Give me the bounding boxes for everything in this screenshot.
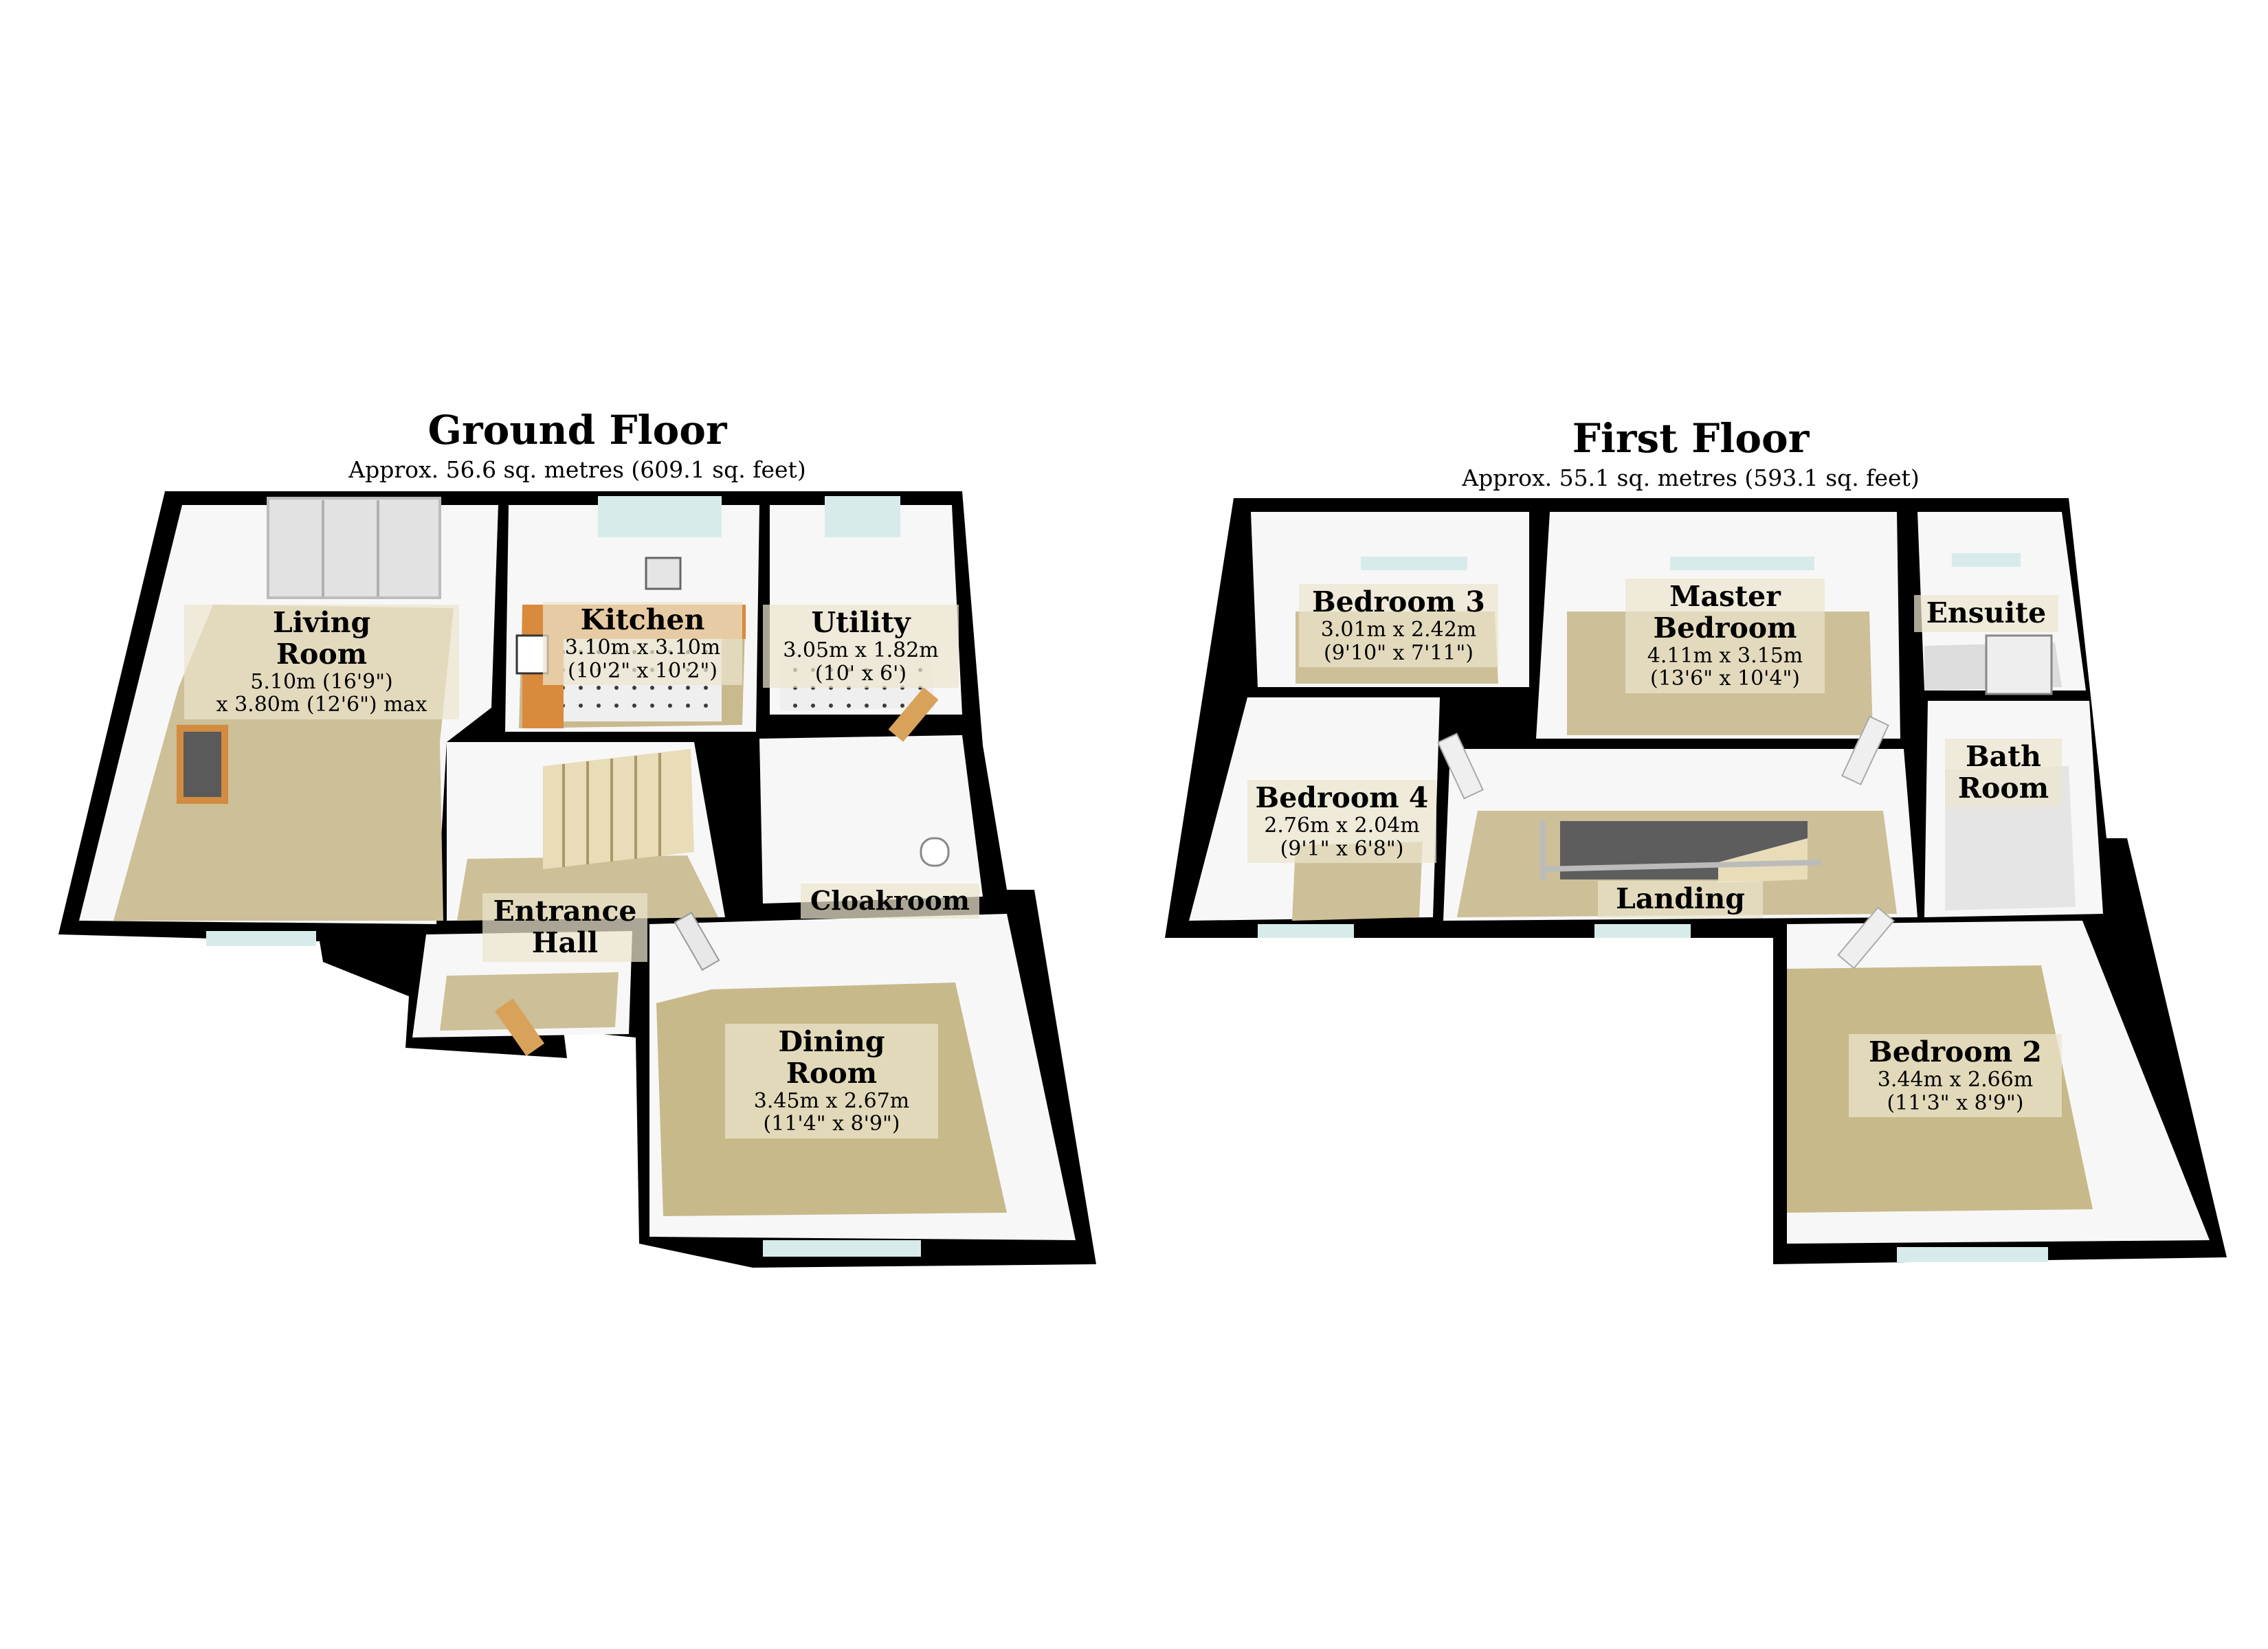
bedroom-2-dim-2: (11'3" x 8'9") bbox=[1887, 1090, 2024, 1115]
utility-door bbox=[888, 687, 939, 742]
living-room-dim-1: 5.10m (16'9") bbox=[250, 669, 393, 694]
entrance-hall-name-2: Hall bbox=[531, 926, 599, 959]
entrance-hall-label: Entrance Hall bbox=[482, 893, 647, 962]
master-bedroom-dim-2: (13'6" x 10'4") bbox=[1649, 666, 1800, 691]
entrance-front-door bbox=[494, 998, 545, 1056]
dining-room-window bbox=[763, 1240, 921, 1257]
kitchen-hob bbox=[515, 634, 549, 675]
ensuite-label: Ensuite bbox=[1914, 595, 2058, 632]
bedroom-4-dim-1: 2.76m x 2.04m bbox=[1264, 813, 1420, 838]
bedroom-2-dim-1: 3.44m x 2.66m bbox=[1877, 1067, 2034, 1092]
cloakroom-toilet bbox=[920, 837, 950, 867]
ensuite-window bbox=[1952, 553, 2021, 567]
bedroom-3-dim-1: 3.01m x 2.42m bbox=[1320, 617, 1477, 642]
living-room-fireplace bbox=[177, 725, 228, 804]
first-floor-stairwell bbox=[1540, 821, 1822, 883]
living-room-dim-2: x 3.80m (12'6") max bbox=[216, 693, 427, 717]
living-room-label: Living Room 5.10m (16'9") x 3.80m (12'6"… bbox=[184, 605, 459, 719]
landing-name: Landing bbox=[1616, 882, 1745, 915]
master-bedroom-label: Master Bedroom 4.11m x 3.15m (13'6" x 10… bbox=[1625, 579, 1825, 693]
cloakroom-name: Cloakroom bbox=[810, 885, 970, 916]
cloakroom-walls bbox=[759, 735, 983, 904]
master-bedroom-name-1: Master bbox=[1669, 580, 1781, 613]
dining-room-dim-1: 3.45m x 2.67m bbox=[753, 1088, 910, 1113]
kitchen-dim-2: (10'2" x 10'2") bbox=[567, 658, 718, 683]
cloakroom-label: Cloakroom bbox=[801, 884, 979, 919]
bedroom-3-label: Bedroom 3 3.01m x 2.42m (9'10" x 7'11") bbox=[1299, 584, 1498, 668]
bathroom-label: Bath Room bbox=[1945, 739, 2062, 807]
living-room-window bbox=[206, 931, 316, 946]
kitchen-sink bbox=[645, 557, 682, 590]
kitchen-dim-1: 3.10m x 3.10m bbox=[564, 635, 721, 660]
utility-dim-1: 3.05m x 1.82m bbox=[783, 638, 939, 662]
master-bedroom-window bbox=[1670, 557, 1814, 570]
bedroom-3-name: Bedroom 3 bbox=[1312, 585, 1485, 618]
utility-label: Utility 3.05m x 1.82m (10' x 6') bbox=[763, 605, 959, 688]
bedroom-2-door bbox=[1837, 906, 1895, 969]
entrance-hall-name-1: Entrance bbox=[493, 895, 637, 928]
bedroom-4-window bbox=[1258, 924, 1354, 938]
dining-room-name-1: Dining bbox=[778, 1025, 885, 1058]
bedroom-4-door bbox=[1437, 732, 1484, 800]
kitchen-name: Kitchen bbox=[580, 603, 705, 636]
first-floor-area: Approx. 55.1 sq. metres (593.1 sq. feet) bbox=[1462, 464, 1920, 491]
kitchen-label: Kitchen 3.10m x 3.10m (10'2" x 10'2") bbox=[543, 602, 742, 686]
bathroom-name-2: Room bbox=[1957, 771, 2049, 805]
landing-label: Landing bbox=[1598, 881, 1763, 918]
master-bedroom-door bbox=[1841, 715, 1889, 785]
living-room-name-2: Room bbox=[276, 637, 368, 671]
ensuite-name: Ensuite bbox=[1926, 596, 2047, 629]
entrance-floor bbox=[440, 972, 619, 1031]
bedroom-2-name: Bedroom 2 bbox=[1869, 1035, 2042, 1068]
bedroom-2-label: Bedroom 2 3.44m x 2.66m (11'3" x 8'9") bbox=[1849, 1034, 2062, 1118]
utility-window bbox=[825, 496, 900, 537]
kitchen-window bbox=[598, 496, 722, 537]
bedroom-4-name: Bedroom 4 bbox=[1255, 781, 1429, 814]
utility-dim-2: (10' x 6') bbox=[814, 661, 907, 686]
ground-floor-staircase bbox=[543, 749, 694, 869]
bedroom-3-dim-2: (9'10" x 7'11") bbox=[1323, 640, 1474, 665]
ground-floor-title: Ground Floor bbox=[427, 407, 727, 453]
master-bedroom-dim-1: 4.11m x 3.15m bbox=[1647, 643, 1803, 668]
first-floor-title: First Floor bbox=[1572, 415, 1810, 462]
bedroom-4-dim-2: (9'1" x 6'8") bbox=[1280, 836, 1404, 861]
ensuite-shower bbox=[1985, 634, 2053, 695]
bedroom-4-label: Bedroom 4 2.76m x 2.04m (9'1" x 6'8") bbox=[1247, 780, 1436, 864]
master-bedroom-name-2: Bedroom bbox=[1653, 611, 1797, 644]
dining-room-door bbox=[674, 911, 720, 972]
dining-room-name-2: Room bbox=[786, 1056, 878, 1090]
dining-room-dim-2: (11'4" x 8'9") bbox=[763, 1112, 900, 1136]
dining-room-label: Dining Room 3.45m x 2.67m (11'4" x 8'9") bbox=[725, 1024, 938, 1138]
ground-floor-area: Approx. 56.6 sq. metres (609.1 sq. feet) bbox=[348, 456, 806, 483]
bedroom-3-window bbox=[1361, 557, 1467, 570]
living-room-name-1: Living bbox=[272, 606, 371, 639]
landing-window bbox=[1594, 924, 1691, 938]
living-room-patio-doors bbox=[267, 497, 441, 599]
utility-name: Utility bbox=[811, 606, 911, 639]
bedroom-2-window bbox=[1897, 1247, 2048, 1262]
bathroom-name-1: Bath bbox=[1966, 740, 2041, 773]
